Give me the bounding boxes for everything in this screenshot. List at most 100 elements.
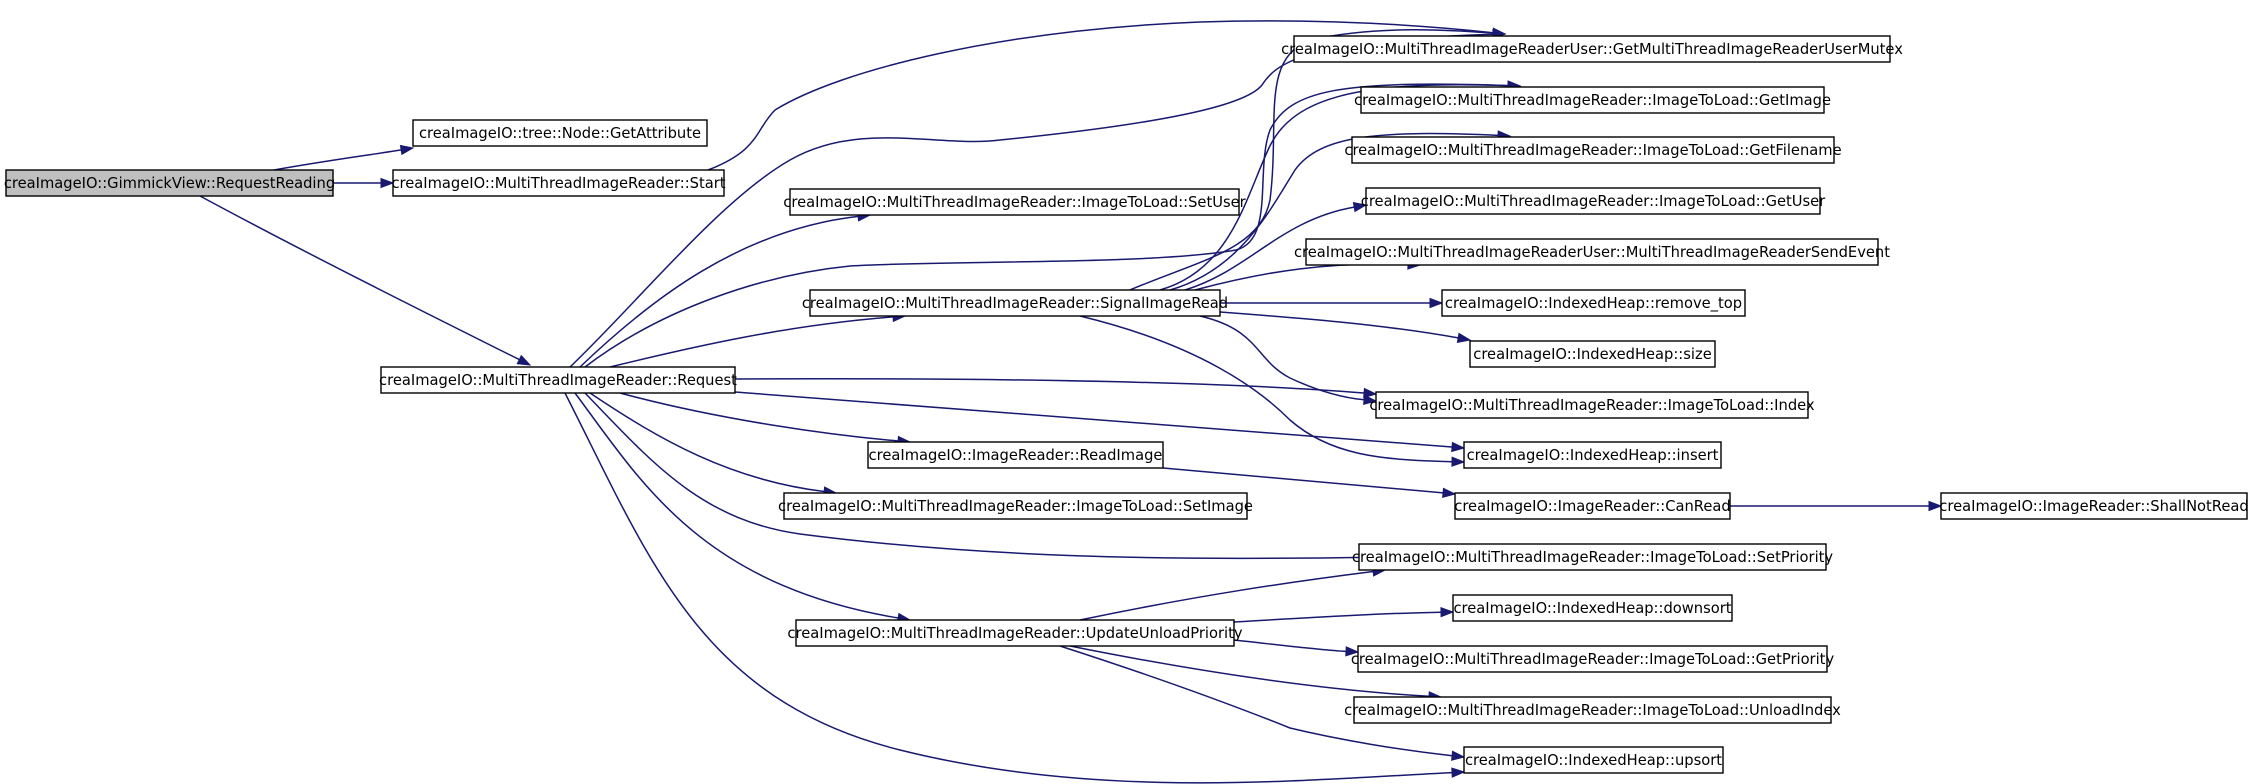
node-box [1454,492,1731,520]
edge-line [1194,263,1409,291]
node-sendevent[interactable]: creaImageIO::MultiThreadImageReaderUser:… [1294,238,1890,266]
node-label: creaImageIO::GimmickView::RequestReading [4,175,335,192]
edge-line [1129,29,1494,291]
edge-line [734,378,1365,394]
node-setprio[interactable]: creaImageIO::MultiThreadImageReader::Ima… [1352,543,1834,571]
node-getprio[interactable]: creaImageIO::MultiThreadImageReader::Ima… [1351,645,1835,673]
node-request[interactable]: creaImageIO::MultiThreadImageReader::Req… [379,366,737,394]
node-box [1441,289,1746,317]
node-getuser[interactable]: creaImageIO::MultiThreadImageReader::Ima… [1361,187,1826,215]
edge-request-to-upsort [564,392,1466,784]
edge-line [569,33,1494,368]
node-signal[interactable]: creaImageIO::MultiThreadImageReader::Sig… [802,289,1228,317]
node-setuser[interactable]: creaImageIO::MultiThreadImageReader::Ima… [783,188,1247,216]
node-box [789,188,1240,216]
node-label: creaImageIO::MultiThreadImageReader::Ima… [778,498,1253,515]
edge-line [1079,570,1374,621]
node-getattr[interactable]: creaImageIO::tree::Node::GetAttribute [412,119,708,147]
node-box [1375,391,1809,419]
arrowhead-icon [1440,606,1455,618]
arrowhead-icon [1451,750,1466,761]
node-box [5,169,334,197]
node-mutex[interactable]: creaImageIO::MultiThreadImageReaderUser:… [1281,35,1903,63]
node-upsort[interactable]: creaImageIO::IndexedHeap::upsort [1463,746,1724,774]
node-removetop[interactable]: creaImageIO::IndexedHeap::remove_top [1441,289,1746,317]
node-label: creaImageIO::ImageReader::CanRead [1454,498,1730,515]
node-root[interactable]: creaImageIO::GimmickView::RequestReading [4,169,335,197]
node-readimage[interactable]: creaImageIO::ImageReader::ReadImage [867,441,1164,469]
node-box [1365,187,1821,215]
node-box [380,366,736,394]
node-label: creaImageIO::MultiThreadImageReader::Ima… [1361,193,1826,210]
arrowhead-icon [1345,646,1360,657]
node-label: creaImageIO::MultiThreadImageReader::Sig… [802,295,1228,312]
node-label: creaImageIO::MultiThreadImageReaderUser:… [1294,244,1890,261]
node-box [1940,492,2248,520]
node-box [1357,645,1828,673]
edge-root-to-request [199,195,532,366]
edge-line [1079,315,1453,463]
arrowhead-icon [399,144,415,156]
edge-request-to-signal [609,311,907,368]
node-label: creaImageIO::MultiThreadImageReader::Req… [379,372,737,389]
arrowhead-icon [1352,202,1368,213]
edge-request-to-insert [734,391,1466,453]
edge-line [707,20,1494,171]
node-index[interactable]: creaImageIO::MultiThreadImageReader::Ima… [1369,391,1815,419]
node-box [1463,441,1722,469]
edge-line [1233,611,1442,623]
node-getimage[interactable]: creaImageIO::MultiThreadImageReader::Ima… [1354,86,1831,114]
edge-root-to-start [333,177,395,189]
edge-line [1233,639,1347,653]
node-box [1463,746,1724,774]
node-label: creaImageIO::ImageReader::ShallNotRead [1939,498,2248,515]
node-canread[interactable]: creaImageIO::ImageReader::CanRead [1454,492,1731,520]
node-box [1293,35,1891,63]
edge-line [1162,467,1444,494]
node-size[interactable]: creaImageIO::IndexedHeap::size [1469,340,1716,368]
node-label: creaImageIO::ImageReader::ReadImage [869,447,1163,464]
edge-line [1219,311,1459,339]
edge-line [574,392,899,619]
node-shallnot[interactable]: creaImageIO::ImageReader::ShallNotRead [1939,492,2249,520]
edge-line [564,392,1453,784]
edge-updprio-to-getprio [1233,639,1360,657]
arrowhead-icon [516,354,532,366]
node-updprio[interactable]: creaImageIO::MultiThreadImageReader::Upd… [787,619,1243,647]
node-box [412,119,708,147]
arrowhead-icon [1363,387,1378,399]
node-label: creaImageIO::IndexedHeap::insert [1467,447,1719,464]
node-getfilename[interactable]: creaImageIO::MultiThreadImageReader::Ima… [1344,136,1842,164]
edge-signal-to-getuser [1184,202,1368,291]
node-box [795,619,1235,647]
edge-request-to-index [734,378,1378,399]
node-box [783,492,1248,520]
edge-updprio-to-setprio [1079,566,1387,621]
edge-line [199,195,520,361]
node-unloadidx[interactable]: creaImageIO::MultiThreadImageReader::Ima… [1344,696,1841,724]
edge-line [579,215,859,368]
node-box [1469,340,1716,368]
node-label: creaImageIO::MultiThreadImageReader::Ima… [1344,142,1841,159]
node-box [1353,696,1832,724]
edge-updprio-to-upsort [1059,645,1466,761]
node-box [1351,136,1835,164]
arrowhead-icon [1928,500,1943,512]
arrowhead-icon [380,177,395,189]
node-label: creaImageIO::MultiThreadImageReader::Ima… [1352,549,1834,566]
node-start[interactable]: creaImageIO::MultiThreadImageReader::Sta… [391,169,726,197]
edge-line [1059,645,1453,757]
node-label: creaImageIO::MultiThreadImageReader::Upd… [787,625,1242,642]
node-downsort[interactable]: creaImageIO::IndexedHeap::downsort [1452,594,1733,622]
edge-signal-to-size [1219,311,1472,343]
node-insert[interactable]: creaImageIO::IndexedHeap::insert [1463,441,1722,469]
edge-line [1184,206,1355,291]
node-setimage[interactable]: creaImageIO::MultiThreadImageReader::Ima… [778,492,1253,520]
arrowhead-icon [1451,767,1466,778]
node-box [1452,594,1733,622]
node-label: creaImageIO::MultiThreadImageReaderUser:… [1281,41,1903,58]
edge-signal-to-insert [1079,315,1466,467]
node-label: creaImageIO::MultiThreadImageReader::Ima… [783,194,1246,211]
nodes-layer: creaImageIO::GimmickView::RequestReading… [4,35,2249,774]
node-box [1305,238,1879,266]
